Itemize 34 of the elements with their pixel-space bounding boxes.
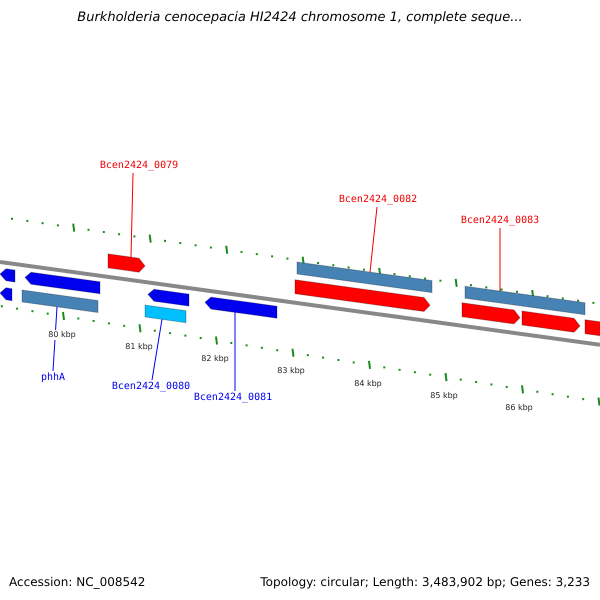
gene-feature bbox=[0, 287, 12, 302]
scale-label: 84 kbp bbox=[354, 378, 382, 389]
scale-label: 86 kbp bbox=[505, 402, 533, 413]
gene-bar bbox=[22, 289, 98, 314]
gene-label: phhA bbox=[40, 372, 66, 384]
accession-text: Accession: NC_008542 bbox=[9, 575, 146, 589]
leader-line bbox=[130, 172, 134, 258]
gene-label: Bcen2424_0080 bbox=[112, 381, 190, 393]
gene-label: Bcen2424_0082 bbox=[338, 194, 418, 206]
leader-line bbox=[370, 206, 378, 273]
gene-feature bbox=[0, 268, 16, 283]
gene-bar bbox=[464, 286, 586, 316]
scale-label: 81 kbp bbox=[125, 342, 153, 352]
scale-label: 80 kbp bbox=[48, 330, 76, 340]
gene-feature bbox=[147, 288, 190, 307]
gene-feature bbox=[522, 310, 581, 333]
scale-label: 82 kbp bbox=[201, 354, 229, 364]
gene-bar bbox=[296, 261, 432, 294]
gene-feature bbox=[294, 279, 431, 312]
gene-bar bbox=[144, 304, 186, 324]
gene-label: Bcen2424_0081 bbox=[194, 392, 272, 404]
gene-label: Bcen2424_0083 bbox=[460, 215, 540, 227]
gene-feature bbox=[462, 302, 521, 324]
leader-line bbox=[152, 318, 162, 380]
gene-feature bbox=[204, 296, 278, 319]
gene-feature bbox=[108, 253, 146, 273]
gene-feature bbox=[584, 319, 600, 338]
title: Burkholderia cenocepacia HI2424 chromosome 1, complete seque... bbox=[76, 10, 524, 25]
gene-label: Bcen2424_0079 bbox=[100, 160, 178, 172]
gene-feature bbox=[24, 272, 100, 294]
scale-label: 85 kbp bbox=[430, 390, 458, 401]
scale-label: 83 kbp bbox=[277, 366, 305, 376]
summary-text: Topology: circular; Length: 3,483,902 bp; Genes: 3,233 bbox=[260, 575, 590, 589]
leader-line bbox=[234, 312, 236, 392]
